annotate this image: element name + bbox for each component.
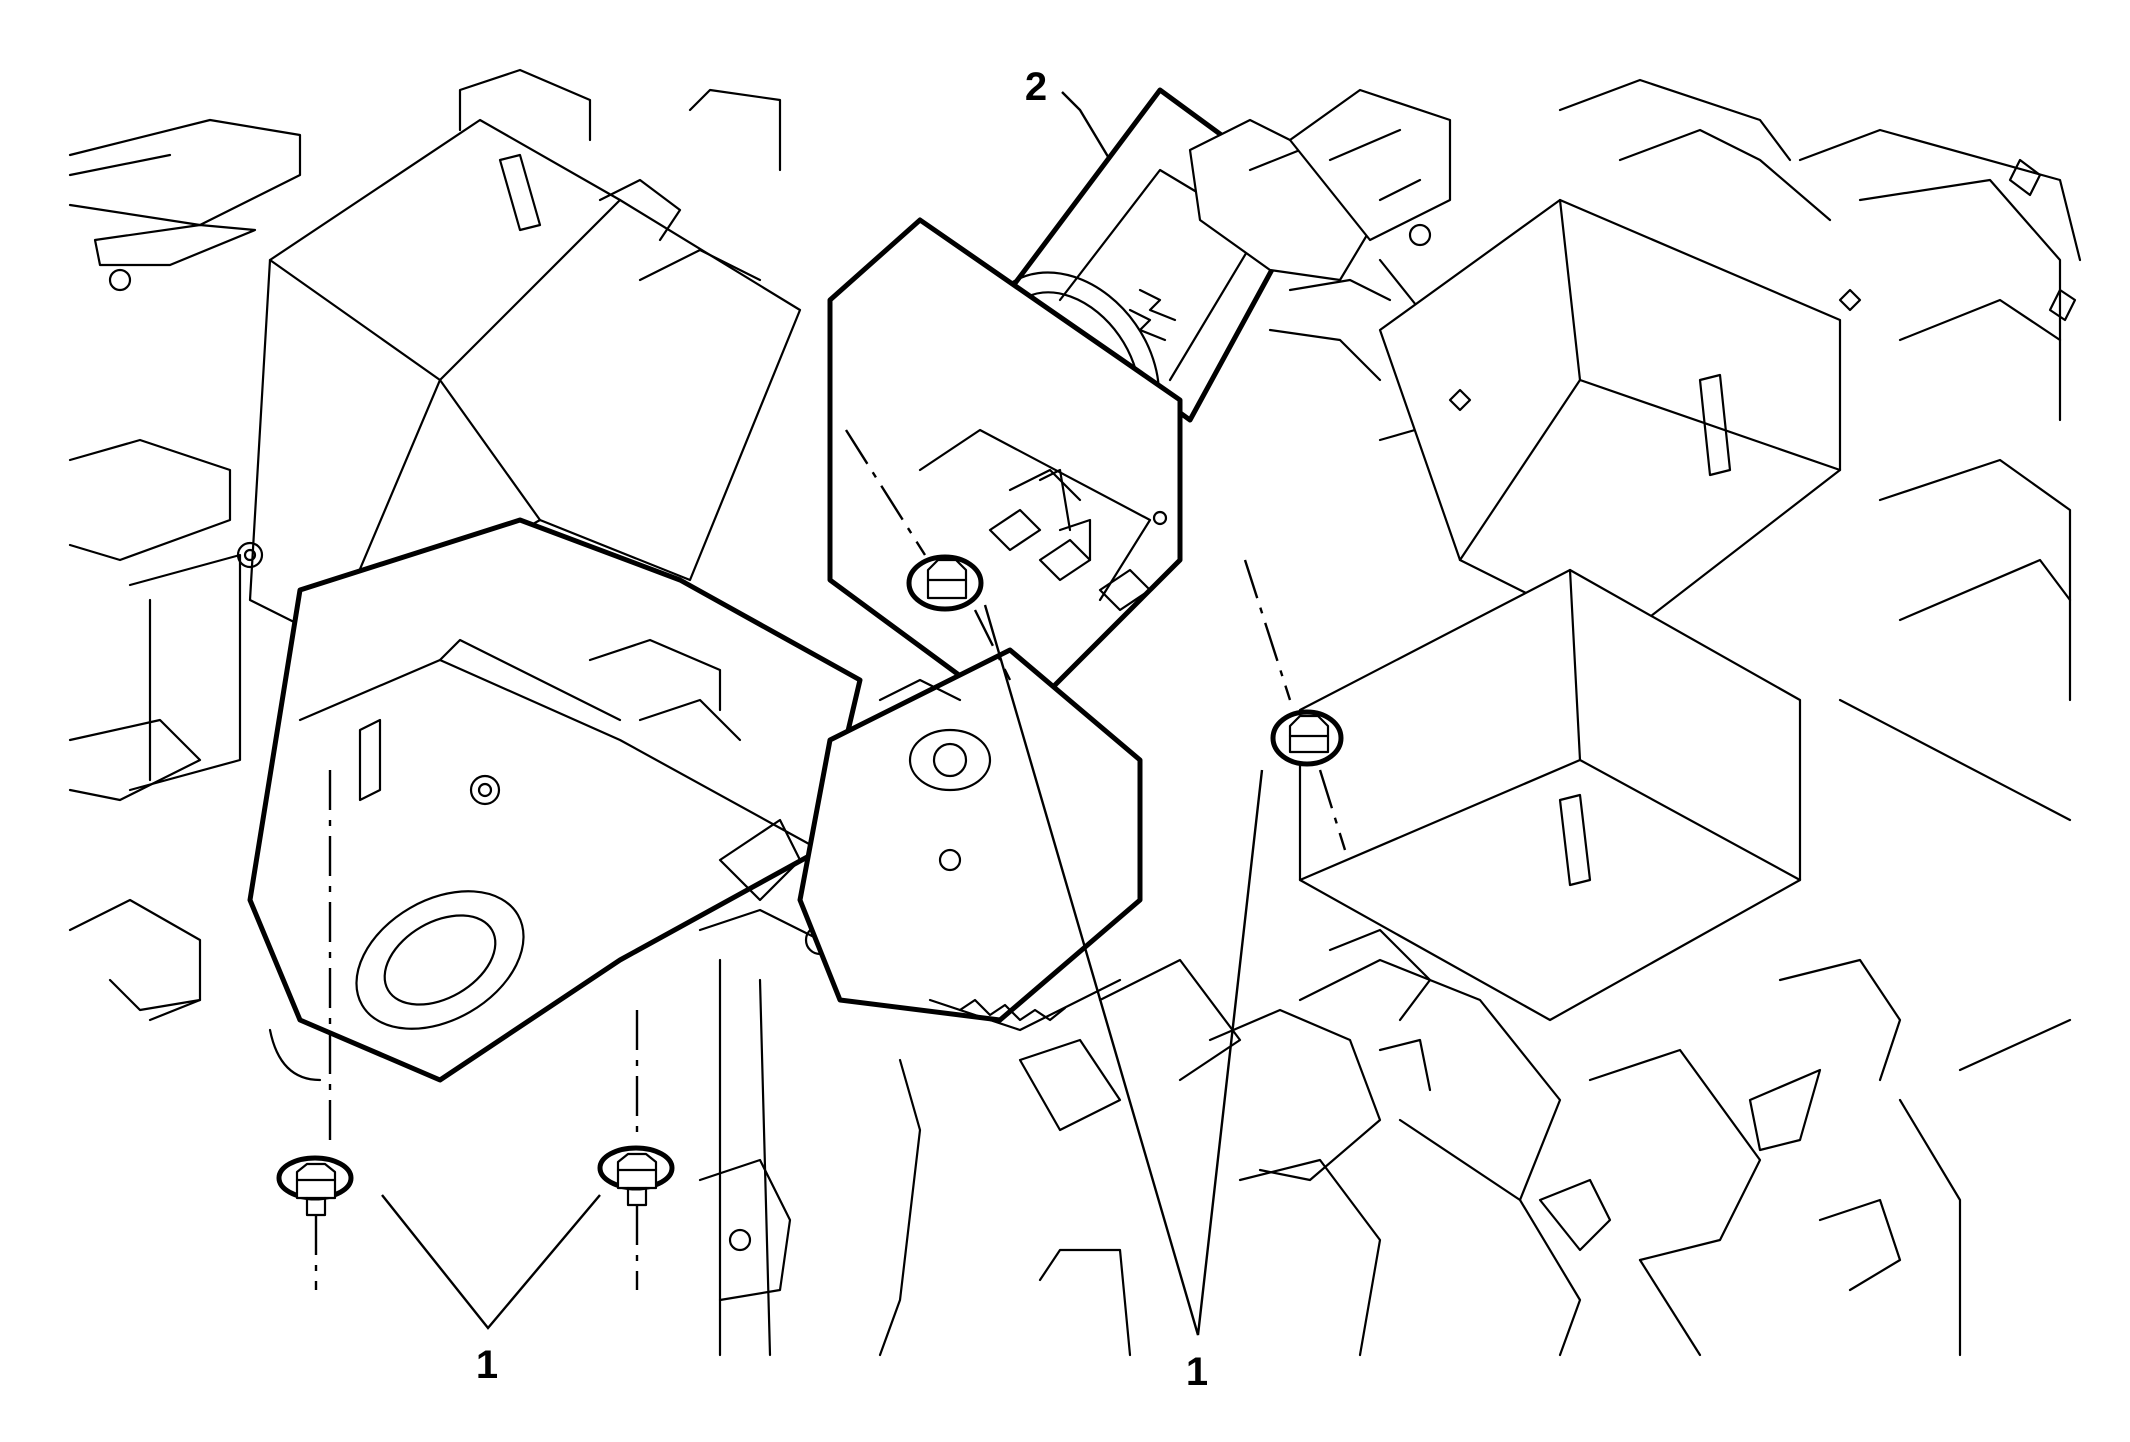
right-console-structure [1298, 78, 2082, 1152]
lower-floor-structure [698, 928, 1962, 1357]
installation-centerlines [314, 429, 1347, 1290]
nut-upper-center [906, 554, 984, 612]
callout-leaders [381, 91, 1264, 1336]
nut-lower-middle [597, 1145, 675, 1207]
callout-1-right: 1 [1186, 1350, 1208, 1394]
left-dash-structure [68, 118, 302, 1022]
nut-right-center [1270, 709, 1344, 767]
column-lower-bracket [247, 517, 863, 1083]
column-gear-motor [797, 647, 1242, 1132]
upper-right-connectors [1188, 88, 1452, 442]
nut-lower-left [276, 1155, 354, 1217]
callout-1-left: 1 [476, 1343, 498, 1387]
callout-2: 2 [1025, 65, 1047, 109]
